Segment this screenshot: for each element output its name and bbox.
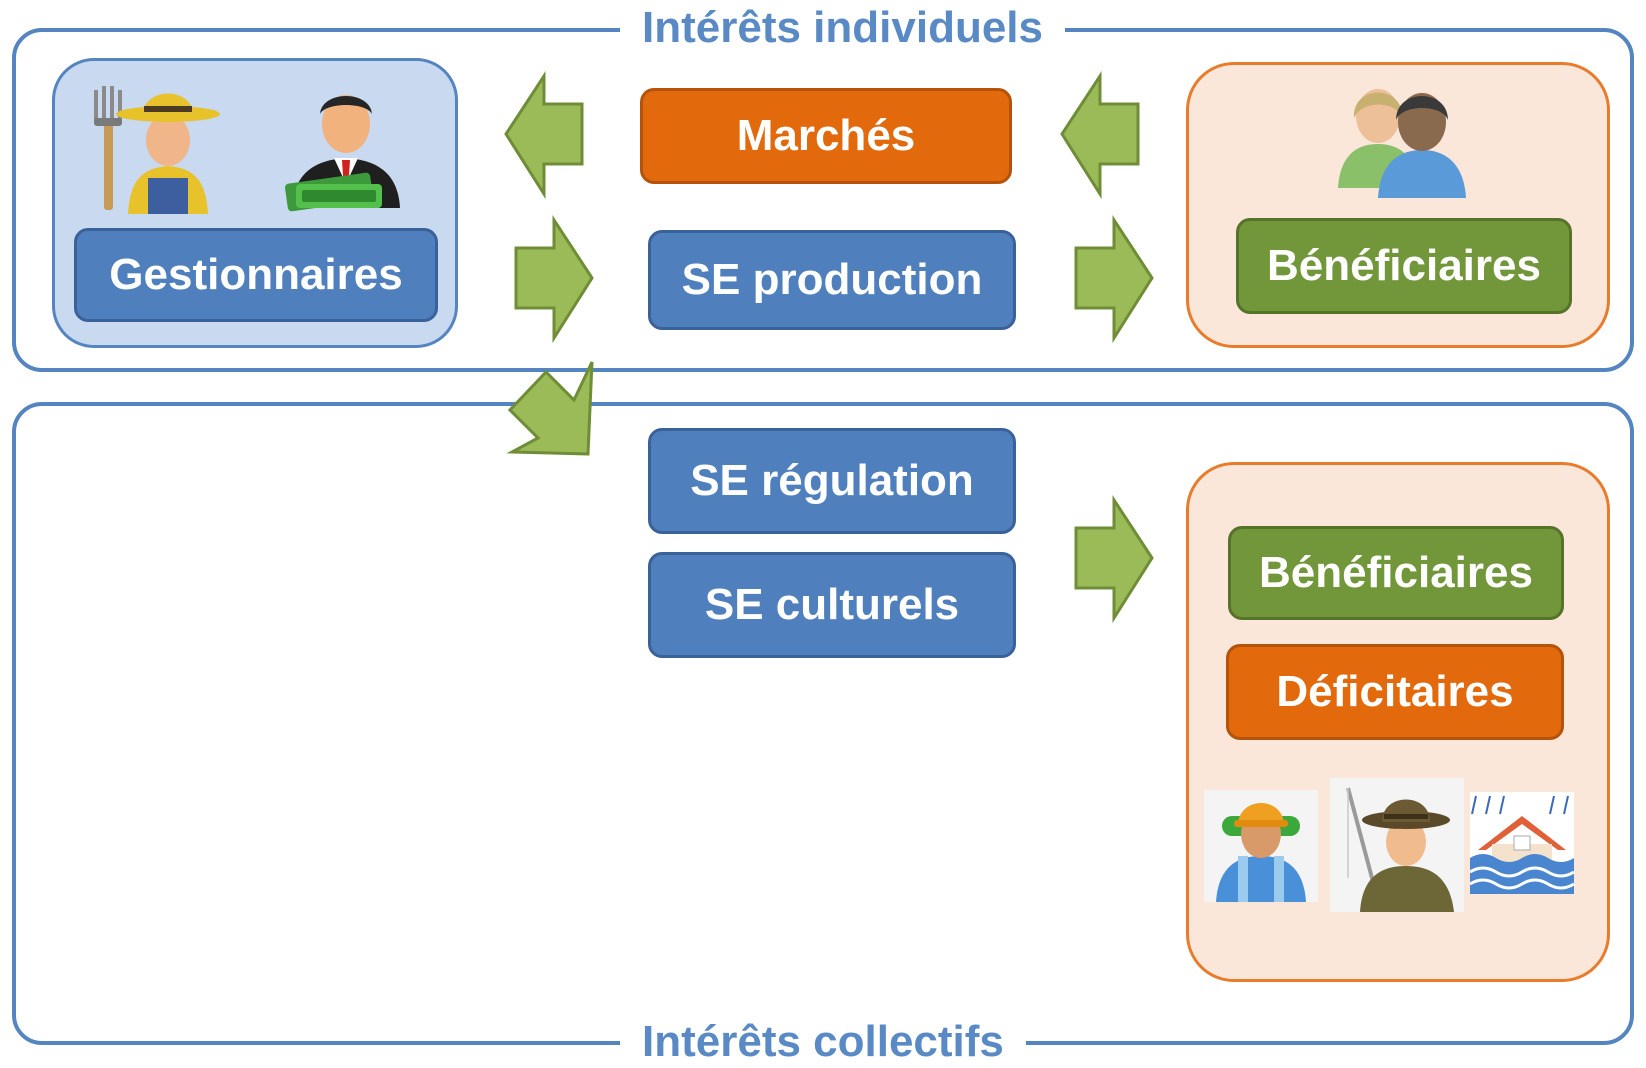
flooded-house-icon [1469,792,1575,894]
fisherman-icon [1330,778,1464,912]
individual-beneficiaries-box: Bénéficiaires [1236,218,1572,314]
hiker-icon [1204,790,1318,902]
deficit-box: Déficitaires [1226,644,1564,740]
individual-interests-title: Intérêts individuels [620,2,1065,54]
markets-to-managers-arrow-left [504,70,584,200]
businessman-icon [284,95,400,212]
collective-services-to-beneficiaries-arrow-right [1074,494,1154,624]
managers-to-production-arrow-right [514,214,594,344]
production-services-box: SE production [648,230,1016,330]
collective-beneficiaries-box: Bénéficiaires [1228,526,1564,620]
regulation-services-box: SE régulation [648,428,1016,534]
production-to-beneficiaries-arrow-right [1074,214,1154,344]
cultural-services-box: SE culturels [648,552,1016,658]
managers-to-regulation-arrow-diagonal [506,361,594,456]
markets-box: Marchés [640,88,1012,184]
users-icon [1338,89,1466,198]
beneficiaries-to-markets-arrow-left [1060,70,1140,200]
managers-box: Gestionnaires [74,228,438,322]
collective-interests-title: Intérêts collectifs [620,1016,1026,1068]
farmer-icon [94,86,220,214]
